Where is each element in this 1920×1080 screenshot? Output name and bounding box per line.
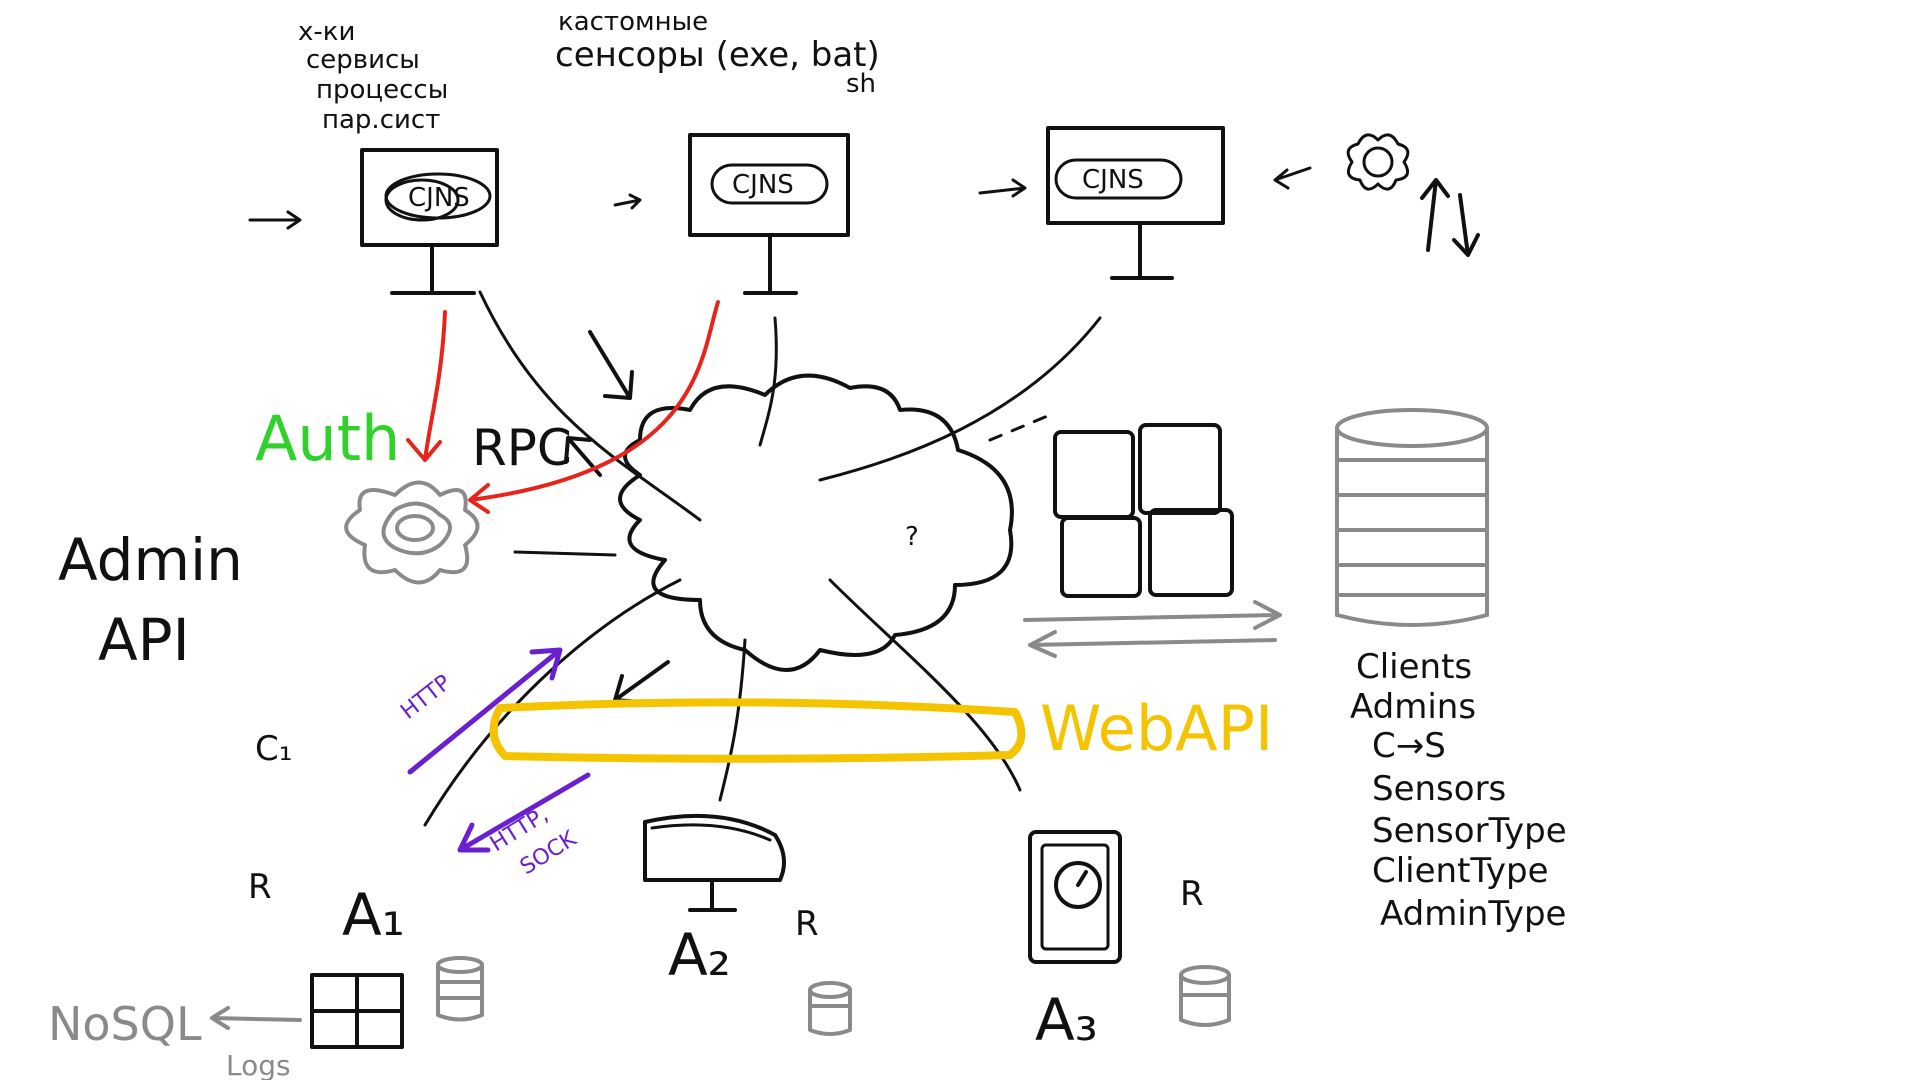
scanner-icon bbox=[643, 813, 786, 912]
web-api-box bbox=[489, 698, 1026, 763]
http-label: HTTP bbox=[396, 670, 456, 724]
cloud-icon: ? bbox=[618, 373, 1014, 672]
connections bbox=[423, 290, 1102, 827]
smartwatch-icon bbox=[1028, 830, 1122, 964]
c1-label: C₁ bbox=[255, 729, 292, 769]
database-icon bbox=[1179, 965, 1231, 1027]
agent-label: A₂ bbox=[668, 921, 731, 989]
monitor2-notes: кастомные сенсоры (exe, bat) sh bbox=[555, 7, 880, 99]
arrow-icon bbox=[613, 660, 670, 704]
note-line: sh bbox=[846, 69, 876, 99]
note-line: процессы bbox=[316, 75, 448, 105]
r-label: R bbox=[1180, 874, 1204, 914]
grid-icon bbox=[1053, 423, 1234, 598]
db-tables-list: Clients Admins C→S Sensors SensorType Cl… bbox=[1350, 647, 1567, 934]
db-table: C→S bbox=[1372, 726, 1446, 766]
nosql-label: NoSQL bbox=[48, 997, 202, 1051]
agent-label: A₁ bbox=[342, 881, 405, 949]
logs-label: Logs bbox=[226, 1049, 291, 1080]
arrow-icon bbox=[407, 647, 591, 853]
arrow-icon bbox=[1420, 178, 1480, 257]
gear-icon bbox=[344, 480, 480, 585]
monitor1-notes: х-ки сервисы процессы пар.сист bbox=[298, 17, 448, 135]
note-line: сенсоры (exe, bat) bbox=[555, 35, 880, 75]
db-table: AdminType bbox=[1380, 894, 1566, 934]
rpc-label: RPC bbox=[472, 419, 572, 477]
db-table: Clients bbox=[1356, 647, 1472, 687]
db-table: Sensors bbox=[1372, 769, 1506, 809]
monitor-label: CJNS bbox=[408, 183, 470, 213]
arrow-icon bbox=[613, 193, 642, 210]
agent-label: A₃ bbox=[1035, 986, 1098, 1054]
monitor-icon: CJNS bbox=[688, 133, 850, 295]
gear-icon bbox=[1346, 133, 1410, 191]
database-icon bbox=[1335, 408, 1489, 627]
note-line: пар.сист bbox=[322, 105, 440, 135]
arrow-icon bbox=[406, 300, 720, 514]
grid-icon bbox=[310, 973, 404, 1049]
cloud-question: ? bbox=[905, 522, 919, 552]
r-label: R bbox=[795, 904, 819, 944]
note-line: сервисы bbox=[306, 45, 420, 75]
arrow-icon bbox=[588, 330, 634, 400]
admin-api-label: API bbox=[98, 606, 190, 674]
database-icon bbox=[808, 981, 852, 1036]
monitor-label: CJNS bbox=[1082, 165, 1144, 195]
db-table: ClientType bbox=[1372, 851, 1549, 891]
arrow-icon bbox=[210, 1006, 302, 1030]
db-table: SensorType bbox=[1372, 811, 1567, 851]
arrow-icon bbox=[1023, 600, 1282, 658]
monitor-icon: CJNS bbox=[1046, 126, 1225, 280]
database-icon bbox=[436, 956, 484, 1022]
arrow-icon bbox=[1273, 166, 1312, 190]
monitor-icon: CJNS bbox=[360, 148, 499, 295]
db-table: Admins bbox=[1350, 687, 1476, 727]
web-api-label: WebAPI bbox=[1040, 692, 1273, 765]
monitor-label: CJNS bbox=[732, 170, 794, 200]
note-line: х-ки bbox=[298, 17, 355, 47]
auth-label: Auth bbox=[255, 402, 400, 475]
arrow-icon bbox=[248, 210, 302, 230]
note-line: кастомные bbox=[558, 7, 708, 37]
admin-api-label: Admin bbox=[58, 526, 243, 594]
arrow-icon bbox=[978, 178, 1027, 198]
r-label: R bbox=[248, 867, 272, 907]
